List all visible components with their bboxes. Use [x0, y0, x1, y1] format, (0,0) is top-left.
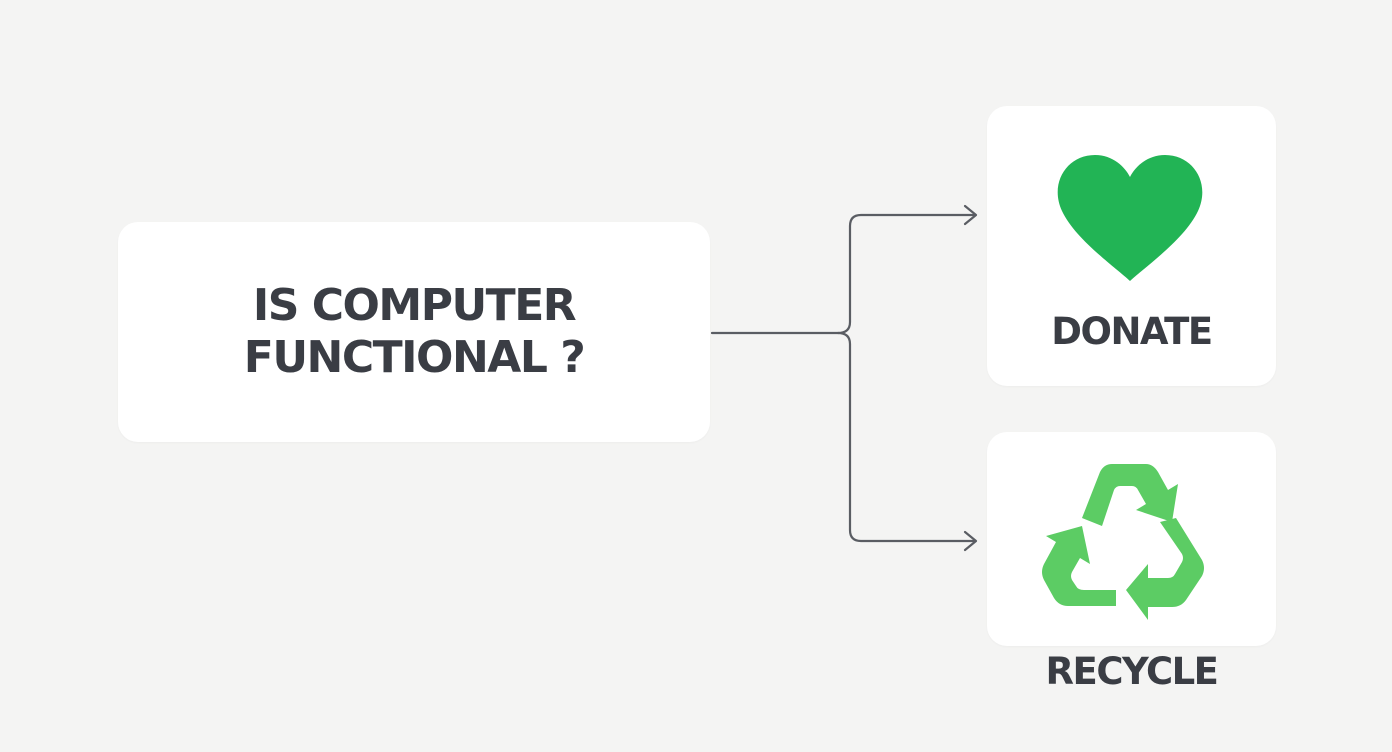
donate-label: DONATE	[1051, 310, 1213, 353]
question-box: IS COMPUTER FUNCTIONAL ?	[118, 222, 710, 442]
recycle-option-card	[987, 432, 1276, 646]
arrow-head-to-donate	[963, 204, 978, 226]
heart-icon	[1057, 155, 1203, 281]
question-text: IS COMPUTER FUNCTIONAL ?	[243, 280, 586, 383]
arrow-head-to-recycle	[963, 530, 978, 552]
connector-trunk-line	[710, 213, 977, 335]
connector-lower-branch-line	[836, 331, 977, 543]
recycle-label: RECYCLE	[1045, 650, 1219, 693]
donate-option-card: DONATE	[987, 106, 1276, 386]
recycle-icon	[1042, 464, 1204, 620]
